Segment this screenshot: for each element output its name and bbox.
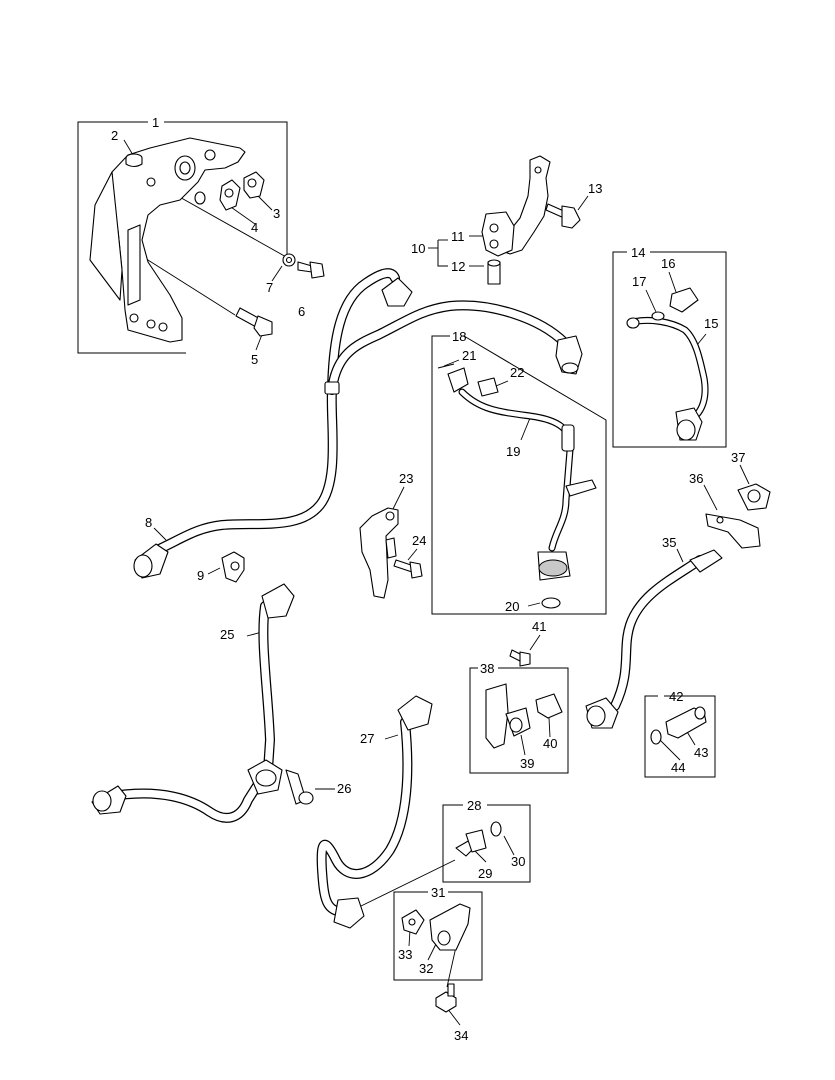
- callout-4: 4: [251, 220, 258, 235]
- callout-21: 21: [462, 348, 476, 363]
- callout-13: 13: [588, 181, 602, 196]
- callout-34: 34: [454, 1028, 468, 1043]
- bracket-stud-part-2: [125, 153, 143, 168]
- callout-16: 16: [661, 256, 675, 271]
- bolt-part-5: [235, 307, 273, 337]
- callout-1: 1: [152, 115, 159, 130]
- group-box-18: [431, 335, 607, 615]
- callout-9: 9: [197, 568, 204, 583]
- fuel-hose-part-25: [91, 583, 295, 823]
- callout-40: 40: [543, 736, 557, 751]
- callout-36: 36: [689, 471, 703, 486]
- bolt-part-24: [393, 559, 423, 579]
- fuel-pipe-part-19: [458, 388, 597, 581]
- callout-27: 27: [360, 731, 374, 746]
- clip-part-33: [401, 909, 425, 935]
- o-ring-part-20: [541, 597, 561, 609]
- fuel-hose-part-8: [133, 268, 583, 579]
- union-part-16-17: [651, 287, 699, 321]
- callout-15: 15: [704, 316, 718, 331]
- connector-part-43: [665, 706, 707, 739]
- o-ring-part-30: [490, 821, 502, 837]
- bolt-part-41: [509, 649, 531, 667]
- group-box-31: [393, 891, 483, 981]
- bolt-part-13: [545, 203, 581, 229]
- callout-3: 3: [273, 206, 280, 221]
- callout-41: 41: [532, 619, 546, 634]
- main-bracket-part-1: [89, 137, 246, 343]
- callout-19: 19: [506, 444, 520, 459]
- clamp-part-36: [705, 513, 761, 549]
- callout-22: 22: [510, 365, 524, 380]
- callout-7: 7: [266, 280, 273, 295]
- callout-10: 10: [411, 241, 425, 256]
- bracket-part-23: [359, 507, 399, 599]
- callout-14: 14: [631, 245, 645, 260]
- callout-42: 42: [669, 689, 683, 704]
- callout-2: 2: [111, 128, 118, 143]
- callout-26: 26: [337, 781, 351, 796]
- callout-6: 6: [298, 304, 305, 319]
- fitting-part-21-22: [437, 363, 499, 397]
- bracket-part-31-32: [429, 903, 471, 951]
- callout-5: 5: [251, 352, 258, 367]
- group-box-10-bracket: [428, 239, 448, 267]
- fuel-pipe-part-15: [626, 316, 709, 441]
- group-box-28: [442, 804, 531, 883]
- callout-43: 43: [694, 745, 708, 760]
- callout-28: 28: [467, 798, 481, 813]
- clip-part-40: [535, 693, 563, 719]
- callout-32: 32: [419, 961, 433, 976]
- callout-29: 29: [478, 866, 492, 881]
- callout-8: 8: [145, 515, 152, 530]
- callout-44: 44: [671, 760, 685, 775]
- hose-clip-part-9: [221, 551, 245, 583]
- callout-23: 23: [399, 471, 413, 486]
- callout-18: 18: [452, 329, 466, 344]
- fitting-part-26: [285, 769, 314, 805]
- callout-labels: 1 2 3 4 5 6 7 8 9 10 11 12 13 14 15 16 1…: [111, 115, 745, 1043]
- callout-20: 20: [505, 599, 519, 614]
- bolt-part-34: [435, 983, 457, 1013]
- sensor-part-29: [455, 829, 487, 857]
- callout-30: 30: [511, 854, 525, 869]
- group-box-42: [644, 695, 716, 778]
- fuel-hose-part-35: [585, 549, 723, 729]
- bracket-part-38-39: [485, 683, 531, 749]
- callout-38: 38: [480, 661, 494, 676]
- o-ring-part-44: [650, 729, 662, 745]
- bolt-part-37: [737, 483, 771, 511]
- callout-24: 24: [412, 533, 426, 548]
- washer-and-bolt-part-6-7: [282, 253, 325, 279]
- callout-11: 11: [451, 229, 465, 244]
- callout-39: 39: [520, 756, 534, 771]
- group-box-14: [612, 251, 727, 448]
- callout-35: 35: [662, 535, 676, 550]
- callout-25: 25: [220, 627, 234, 642]
- callout-31: 31: [431, 885, 445, 900]
- fuel-hose-part-27: [316, 695, 433, 929]
- group-box-1: [77, 121, 288, 354]
- group-box-38: [469, 667, 569, 774]
- bracket-assembly-part-10: [481, 155, 551, 285]
- callout-37: 37: [731, 450, 745, 465]
- callout-33: 33: [398, 947, 412, 962]
- callout-17: 17: [632, 274, 646, 289]
- callout-12: 12: [451, 259, 465, 274]
- hose-clips-part-3-4: [219, 171, 265, 211]
